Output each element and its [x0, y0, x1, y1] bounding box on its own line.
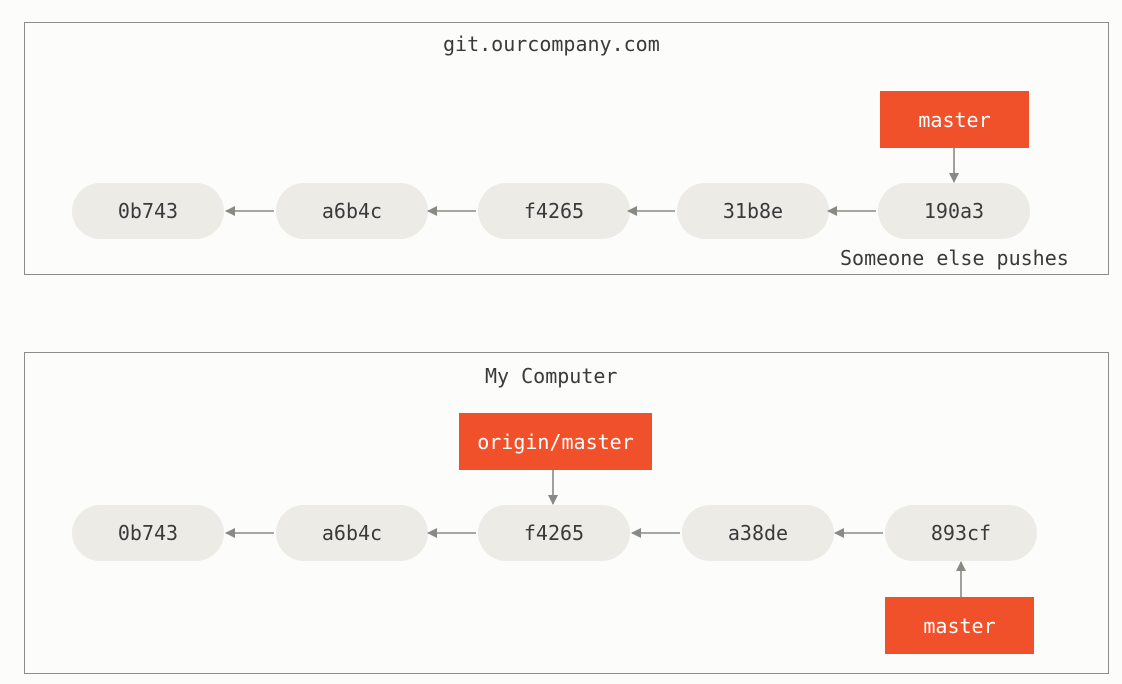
remote-master-branch: master — [880, 91, 1029, 148]
remote-commit-190a3: 190a3 — [878, 183, 1030, 239]
remote-commit-0b743: 0b743 — [72, 183, 224, 239]
local-commit-0b743: 0b743 — [72, 505, 224, 561]
someone-else-pushes-note: Someone else pushes — [840, 246, 1069, 270]
remote-commit-31b8e: 31b8e — [677, 183, 829, 239]
origin-master-branch: origin/master — [459, 413, 652, 470]
local-commit-f4265: f4265 — [478, 505, 630, 561]
local-master-branch: master — [885, 597, 1034, 654]
local-commit-893cf: 893cf — [885, 505, 1037, 561]
remote-commit-f4265: f4265 — [478, 183, 630, 239]
remote-commit-a6b4c: a6b4c — [276, 183, 428, 239]
remote-repo-title: git.ourcompany.com — [443, 32, 660, 56]
local-commit-a6b4c: a6b4c — [276, 505, 428, 561]
local-commit-a38de: a38de — [682, 505, 834, 561]
local-repo-title: My Computer — [485, 364, 618, 388]
